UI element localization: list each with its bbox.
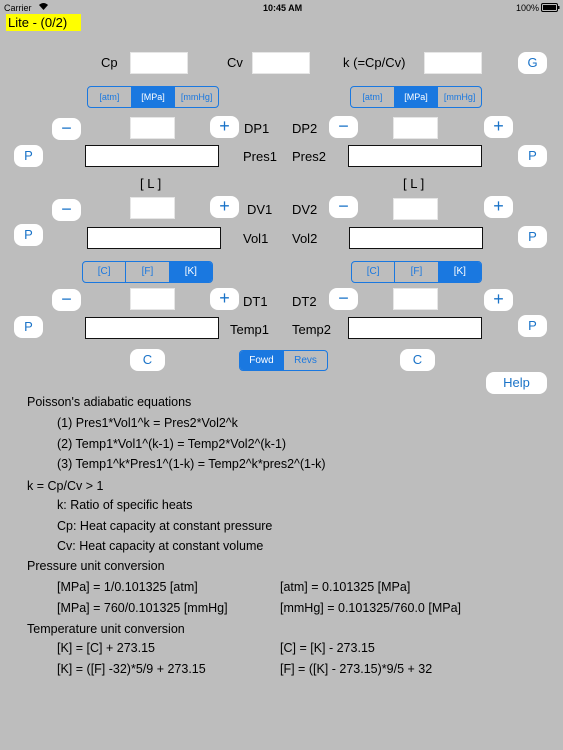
pressure-unit-selector-right[interactable]: [atm] [MPa] [mmHg] [350, 86, 482, 108]
clock: 10:45 AM [263, 3, 303, 13]
dt1-input[interactable] [130, 288, 175, 310]
volume-unit-right: [ L ] [403, 176, 425, 191]
dv2-input[interactable] [393, 198, 438, 220]
heading-pressure-conversion: Pressure unit conversion [27, 559, 165, 573]
dp2-input[interactable] [393, 117, 438, 139]
dp1-label: DP1 [244, 121, 270, 136]
dp1-input[interactable] [130, 117, 175, 139]
unit-mmhg-left[interactable]: [mmHg] [180, 92, 213, 102]
temp1-label: Temp1 [230, 322, 270, 337]
unit-mpa-right[interactable]: [MPa] [394, 87, 439, 107]
pres1-field[interactable] [85, 145, 219, 167]
vol2-field[interactable] [349, 227, 483, 249]
g-button[interactable]: G [518, 52, 547, 74]
c-button-left[interactable]: C [130, 349, 165, 371]
equation-1: (1) Pres1*Vol1^k = Pres2*Vol2^k [57, 416, 238, 430]
direction-selector[interactable]: Fowd Revs [239, 350, 328, 371]
carrier-label: Carrier [4, 3, 32, 13]
vol2-label: Vol2 [292, 231, 318, 246]
app-title: Lite - (0/2) [6, 14, 81, 31]
temperature-conversion-3: [K] = ([F] -32)*5/9 + 273.15 [57, 662, 206, 676]
unit-mpa-left[interactable]: [MPa] [131, 87, 176, 107]
heading-poisson: Poisson's adiabatic equations [27, 395, 192, 409]
vol1-p-button[interactable]: P [14, 224, 43, 246]
vol1-label: Vol1 [243, 231, 269, 246]
temperature-conversion-2: [C] = [K] - 273.15 [280, 641, 375, 655]
dp2-label: DP2 [292, 121, 318, 136]
unit-f-left[interactable]: [F] [126, 262, 170, 282]
dt1-label: DT1 [243, 294, 268, 309]
unit-f-right[interactable]: [F] [395, 262, 439, 282]
dv1-label: DV1 [247, 202, 273, 217]
wifi-icon [38, 2, 49, 13]
status-bar: Carrier 10:45 AM 100% [0, 0, 563, 14]
temp2-label: Temp2 [292, 322, 332, 337]
c-button-right[interactable]: C [400, 349, 435, 371]
dp2-plus-button[interactable]: + [484, 116, 513, 138]
unit-k-left[interactable]: [K] [169, 262, 212, 282]
pres2-p-button[interactable]: P [518, 145, 547, 167]
pressure-conversion-3: [MPa] = 760/0.101325 [mmHg] [57, 601, 228, 615]
temp1-p-button[interactable]: P [14, 316, 43, 338]
reverse-option[interactable]: Revs [294, 355, 317, 366]
pressure-conversion-4: [mmHg] = 0.101325/760.0 [MPa] [280, 601, 462, 615]
dt2-plus-button[interactable]: + [484, 289, 513, 311]
volume-unit-left: [ L ] [140, 176, 162, 191]
dv1-minus-button[interactable]: − [52, 199, 81, 221]
equation-2: (2) Temp1*Vol1^(k-1) = Temp2*Vol2^(k-1) [57, 437, 287, 451]
dp2-minus-button[interactable]: − [329, 116, 358, 138]
pressure-conversion-1: [MPa] = 1/0.101325 [atm] [57, 580, 198, 594]
vol1-field[interactable] [87, 227, 221, 249]
pressure-unit-selector-left[interactable]: [atm] [MPa] [mmHg] [87, 86, 219, 108]
pres1-p-button[interactable]: P [14, 145, 43, 167]
pres2-label: Pres2 [292, 149, 326, 164]
dt2-label: DT2 [292, 294, 317, 309]
unit-atm-left[interactable]: [atm] [88, 87, 132, 107]
dt1-plus-button[interactable]: + [210, 288, 239, 310]
cv-label: Cv [227, 55, 243, 70]
k-definition: k = Cp/Cv > 1 [27, 479, 104, 493]
vol2-p-button[interactable]: P [518, 226, 547, 248]
dv2-minus-button[interactable]: − [329, 196, 358, 218]
unit-c-right[interactable]: [C] [352, 262, 396, 282]
temperature-conversion-4: [F] = ([K] - 273.15)*9/5 + 32 [280, 662, 433, 676]
forward-option[interactable]: Fowd [240, 351, 284, 370]
cp-input[interactable] [130, 52, 188, 74]
heading-temperature-conversion: Temperature unit conversion [27, 622, 185, 636]
unit-mmhg-right[interactable]: [mmHg] [443, 92, 476, 102]
temp-unit-selector-right[interactable]: [C] [F] [K] [351, 261, 482, 283]
pres2-field[interactable] [348, 145, 482, 167]
unit-k-right[interactable]: [K] [438, 262, 481, 282]
help-button[interactable]: Help [486, 372, 547, 394]
k-input[interactable] [424, 52, 482, 74]
dv1-plus-button[interactable]: + [210, 196, 239, 218]
cp-label: Cp [101, 55, 118, 70]
temperature-conversion-1: [K] = [C] + 273.15 [57, 641, 155, 655]
dv1-input[interactable] [130, 197, 175, 219]
dp1-minus-button[interactable]: − [52, 118, 81, 140]
unit-c-left[interactable]: [C] [83, 262, 127, 282]
k-description: k: Ratio of specific heats [57, 498, 193, 512]
temp1-field[interactable] [85, 317, 219, 339]
temp2-p-button[interactable]: P [518, 315, 547, 337]
battery-icon [541, 3, 560, 14]
temp-unit-selector-left[interactable]: [C] [F] [K] [82, 261, 213, 283]
k-label: k (=Cp/Cv) [343, 55, 406, 70]
dv2-plus-button[interactable]: + [484, 196, 513, 218]
temp2-field[interactable] [348, 317, 482, 339]
dt2-minus-button[interactable]: − [329, 288, 358, 310]
dt2-input[interactable] [393, 288, 438, 310]
cp-description: Cp: Heat capacity at constant pressure [57, 519, 273, 533]
pres1-label: Pres1 [243, 149, 277, 164]
dv2-label: DV2 [292, 202, 318, 217]
battery-percent: 100% [516, 3, 540, 13]
equation-3: (3) Temp1^k*Pres1^(1-k) = Temp2^k*pres2^… [57, 457, 326, 471]
dt1-minus-button[interactable]: − [52, 289, 81, 311]
pressure-conversion-2: [atm] = 0.101325 [MPa] [280, 580, 411, 594]
unit-atm-right[interactable]: [atm] [351, 87, 395, 107]
cv-description: Cv: Heat capacity at constant volume [57, 539, 264, 553]
dp1-plus-button[interactable]: + [210, 116, 239, 138]
cv-input[interactable] [252, 52, 310, 74]
